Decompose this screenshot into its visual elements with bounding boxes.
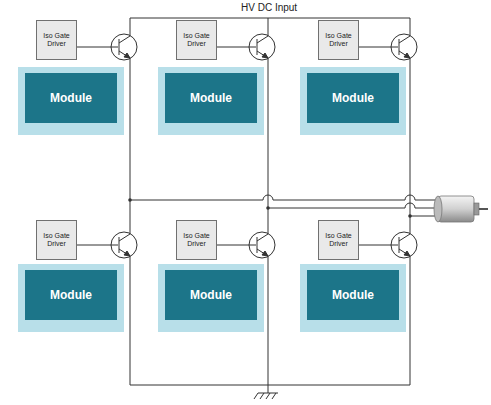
ground-symbol xyxy=(266,393,270,399)
igbt-collector xyxy=(130,35,131,36)
igbt-collector xyxy=(399,234,410,241)
igbt-collector xyxy=(119,36,130,43)
leg-wire xyxy=(130,18,131,35)
igbt-emitter xyxy=(399,51,410,58)
phase-b-wire xyxy=(268,203,436,208)
gate-lead xyxy=(217,47,256,48)
module-label: Module xyxy=(332,91,374,105)
leg-wire xyxy=(410,18,411,35)
dc-negative-rail xyxy=(130,385,410,386)
module-box: Module xyxy=(158,264,264,332)
igbt-emitter xyxy=(399,249,410,256)
module-core: Module xyxy=(307,73,399,123)
dc-positive-rail xyxy=(130,18,410,19)
module-box: Module xyxy=(158,67,264,135)
igbt-gate-bar xyxy=(399,39,400,55)
driver-label: Iso Gate Driver xyxy=(177,32,216,48)
gate-driver-box: Iso Gate Driver xyxy=(318,220,359,260)
module-label: Module xyxy=(332,288,374,302)
junction-dot xyxy=(266,206,270,210)
phase-a-wire xyxy=(130,195,436,200)
leg-wire xyxy=(130,59,131,233)
igbt-gate-bar xyxy=(119,237,120,253)
igbt-collector xyxy=(257,234,268,241)
leg-wire xyxy=(130,257,131,385)
module-label: Module xyxy=(190,288,232,302)
driver-label: Iso Gate Driver xyxy=(37,32,76,48)
gate-driver-box: Iso Gate Driver xyxy=(36,20,77,60)
phase-c-wire xyxy=(410,216,436,217)
ground-symbol xyxy=(260,393,264,399)
module-label: Module xyxy=(50,91,92,105)
module-core: Module xyxy=(165,73,257,123)
leg-wire xyxy=(268,257,269,385)
driver-label: Iso Gate Driver xyxy=(319,32,358,48)
bus-label: HV DC Input xyxy=(239,2,299,13)
igbt-collector xyxy=(257,36,268,43)
gate-driver-box: Iso Gate Driver xyxy=(318,20,359,60)
igbt-collector xyxy=(410,35,411,36)
gate-driver-box: Iso Gate Driver xyxy=(36,220,77,260)
igbt-emitter-arrow xyxy=(262,53,268,58)
igbt-emitter-arrow xyxy=(404,251,410,256)
ground-symbol xyxy=(272,393,276,399)
module-box: Module xyxy=(18,264,124,332)
igbt-emitter-arrow xyxy=(404,53,410,58)
igbt-collector xyxy=(119,234,130,241)
gate-driver-box: Iso Gate Driver xyxy=(176,220,217,260)
igbt-collector xyxy=(268,35,269,36)
igbt-emitter-arrow xyxy=(124,53,130,58)
igbt-emitter xyxy=(119,51,130,58)
leg-wire xyxy=(268,18,269,35)
igbt-collector xyxy=(410,233,411,234)
igbt-collector xyxy=(268,233,269,234)
gate-lead xyxy=(77,245,118,246)
driver-label: Iso Gate Driver xyxy=(177,232,216,248)
ground-symbol xyxy=(258,393,278,394)
junction-dot xyxy=(128,198,132,202)
igbt-gate-bar xyxy=(399,237,400,253)
igbt-gate-bar xyxy=(257,237,258,253)
ground-symbol xyxy=(254,393,258,399)
igbt-gate-bar xyxy=(257,39,258,55)
igbt-emitter-arrow xyxy=(124,251,130,256)
gate-lead xyxy=(217,245,256,246)
igbt-emitter xyxy=(257,249,268,256)
igbt-collector xyxy=(130,233,131,234)
gate-lead xyxy=(77,47,118,48)
module-core: Module xyxy=(165,270,257,320)
igbt-collector xyxy=(399,36,410,43)
driver-label: Iso Gate Driver xyxy=(37,232,76,248)
module-core: Module xyxy=(307,270,399,320)
module-core: Module xyxy=(25,73,117,123)
junction-dot xyxy=(408,214,412,218)
driver-label: Iso Gate Driver xyxy=(319,232,358,248)
igbt-emitter xyxy=(257,51,268,58)
leg-wire xyxy=(410,59,411,233)
gate-lead xyxy=(359,47,398,48)
module-box: Module xyxy=(300,67,406,135)
module-box: Module xyxy=(18,67,124,135)
motor-symbol xyxy=(434,196,488,222)
igbt-emitter xyxy=(119,249,130,256)
igbt-gate-bar xyxy=(119,39,120,55)
gate-lead xyxy=(359,245,398,246)
module-box: Module xyxy=(300,264,406,332)
leg-wire xyxy=(410,257,411,385)
gate-driver-box: Iso Gate Driver xyxy=(176,20,217,60)
module-label: Module xyxy=(190,91,232,105)
module-core: Module xyxy=(25,270,117,320)
ground-lead xyxy=(268,385,269,393)
igbt-emitter-arrow xyxy=(262,251,268,256)
module-label: Module xyxy=(50,288,92,302)
